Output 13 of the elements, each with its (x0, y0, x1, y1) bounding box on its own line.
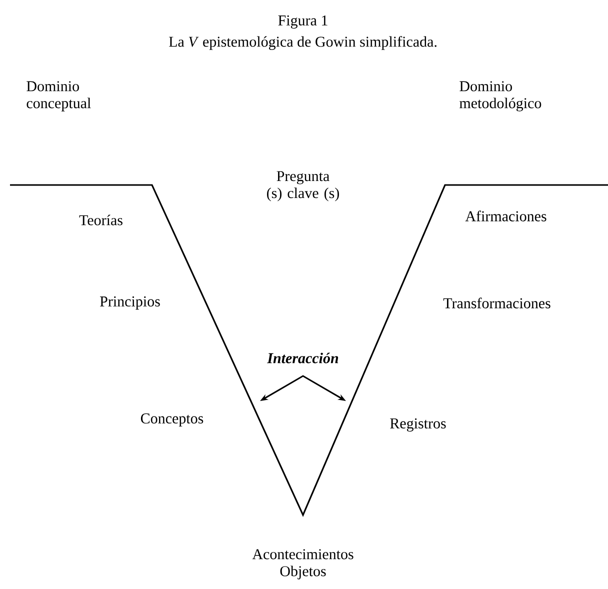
figure-number: Figura 1 (278, 15, 328, 29)
label: Dominio conceptual (26, 81, 91, 112)
figure-caption: La V epistemológica de Gowin simplificada. (169, 36, 436, 50)
label: Pregunta (s) clave (s) (267, 171, 339, 202)
label: Teorías (79, 214, 122, 226)
label: Principios (100, 296, 160, 310)
label: Registros (390, 418, 446, 432)
label: Afirmaciones (465, 210, 546, 222)
label: Interacción (267, 352, 338, 364)
label: Dominio metodológico (460, 81, 542, 112)
label: Conceptos (140, 413, 204, 427)
label: Acontecimientos Objetos (252, 549, 354, 580)
label: Transformaciones (443, 298, 550, 308)
